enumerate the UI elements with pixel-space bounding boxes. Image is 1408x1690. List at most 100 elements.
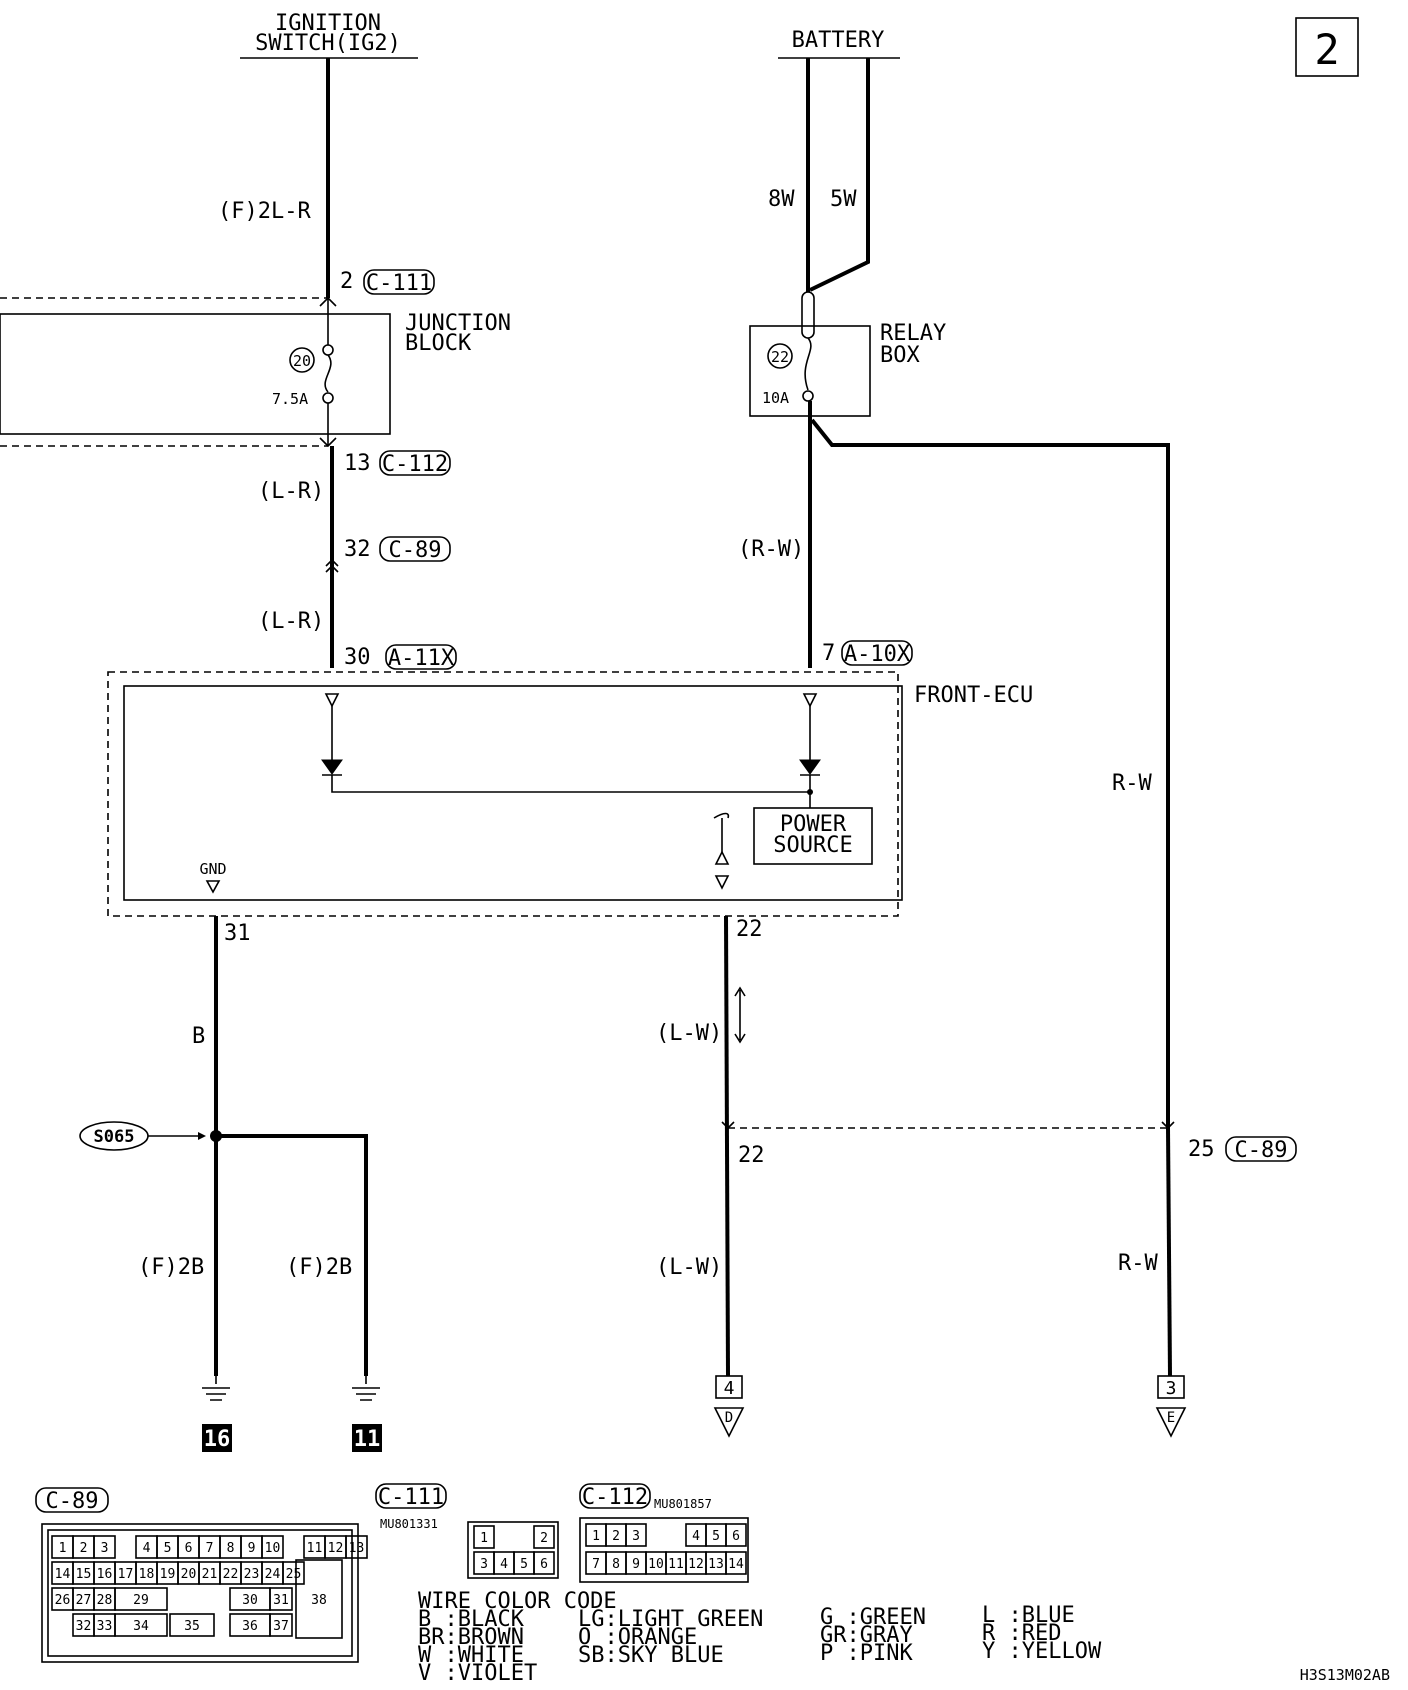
c112-pin-6-label: 6 (732, 1529, 740, 1544)
c89-pin-4-label: 4 (143, 1541, 151, 1556)
svg-text:C-89: C-89 (1235, 1138, 1288, 1163)
c89-pin-32-label: 32 (76, 1619, 92, 1634)
fuse-20: 20 7.5A (272, 298, 334, 446)
c111-pin-1-label: 1 (480, 1531, 488, 1546)
c89-pin-3-label: 3 (101, 1541, 109, 1556)
page-number-box: 2 (1295, 17, 1359, 77)
wire-splice-branch (216, 1134, 368, 1376)
c89-pin-10-label: 10 (265, 1541, 281, 1556)
wire-lw (724, 915, 730, 1377)
diode-1 (321, 759, 343, 775)
c89-pin-18-label: 18 (139, 1567, 155, 1582)
svg-text:BR:BROWN: BR:BROWN (418, 1625, 524, 1650)
c112-pin-6 (725, 1523, 747, 1547)
c89-pin-36-label: 36 (242, 1619, 258, 1634)
ignition-label-line1: IGNITION (275, 11, 381, 36)
connector-tag-c89-upper: C-89 (379, 536, 451, 563)
c89-pin-7-label: 7 (206, 1541, 214, 1556)
gnd-label: GND (199, 860, 226, 878)
diode-2 (799, 759, 821, 775)
c111-pin-2 (533, 1525, 555, 1549)
fuse-20-rating: 7.5A (272, 390, 308, 408)
c89-pin-20-label: 20 (181, 1567, 197, 1582)
ref-4-d: 4 D (713, 1375, 745, 1438)
wire-label-b: B (192, 1024, 205, 1049)
fuse-22: 22 10A (762, 291, 815, 407)
junction-block-label-2: BLOCK (405, 331, 472, 356)
c112-pin-12-label: 12 (688, 1557, 704, 1572)
wire-label-f2b-1: (F)2B (138, 1255, 204, 1280)
wire-rw-lower (1166, 1127, 1172, 1377)
svg-text:S065: S065 (94, 1127, 135, 1147)
battery-source: BATTERY (778, 28, 900, 59)
pin-30: 30 (344, 645, 371, 670)
c89-pin-2-label: 2 (80, 1541, 88, 1556)
ground-16: 16 (202, 1376, 232, 1452)
ignition-switch-source: IGNITION SWITCH(IG2) (240, 11, 418, 59)
svg-text:A-11X: A-11X (388, 646, 455, 671)
junction-block: JUNCTION BLOCK (0, 297, 511, 447)
wire-rw-branch (810, 418, 1170, 1128)
c89-pin-11-label: 11 (307, 1541, 323, 1556)
c112-pin-4-label: 4 (692, 1529, 700, 1544)
c111-pin-6 (533, 1551, 555, 1575)
relay-box-label-2: BOX (880, 343, 920, 368)
pin-25: 25 (1188, 1137, 1215, 1162)
c89-pin-30-label: 30 (242, 1593, 258, 1608)
c112-pin-8-label: 8 (612, 1557, 620, 1572)
svg-text:GR:GRAY: GR:GRAY (820, 1623, 913, 1648)
pin-13: 13 (344, 451, 371, 476)
svg-text:C-111: C-111 (378, 1485, 444, 1510)
c89-pin-38 (295, 1559, 343, 1639)
wire-color-code-title: WIRE COLOR CODE (418, 1589, 617, 1614)
fuse-20-number: 20 (293, 352, 311, 370)
c112-pin-7-label: 7 (592, 1557, 600, 1572)
c111-pin-1 (473, 1525, 495, 1549)
battery-label: BATTERY (792, 28, 885, 53)
c112-pin-3 (625, 1523, 647, 1547)
wire-battery-5w (809, 58, 870, 292)
c89-pin-3 (93, 1535, 116, 1559)
connector-tag-c112: C-112 (379, 450, 451, 477)
front-ecu: FRONT-ECU POWER SOURCE GND (107, 671, 1033, 917)
c112-pin-1-label: 1 (592, 1529, 600, 1544)
c112-pin-11-label: 11 (668, 1557, 684, 1572)
wire-label-lr-2: (L-R) (258, 609, 324, 634)
c89-pin-19-label: 19 (160, 1567, 176, 1582)
c89-pin-34 (114, 1613, 168, 1637)
c89-pin-22-label: 22 (223, 1567, 239, 1582)
svg-text:B :BLACK: B :BLACK (418, 1607, 525, 1632)
c89-pin-31 (269, 1587, 293, 1611)
power-source-label-1: POWER (780, 812, 847, 837)
svg-text:C-89: C-89 (389, 538, 442, 563)
wire-label-lw-2: (L-W) (656, 1255, 722, 1280)
svg-text:C-112: C-112 (382, 452, 448, 477)
c89-pin-21-label: 21 (202, 1567, 218, 1582)
svg-text:D: D (725, 1410, 733, 1426)
c89-pin-29-label: 29 (133, 1593, 149, 1608)
c89-pin-34-label: 34 (133, 1619, 149, 1634)
c89-pin-25-label: 25 (286, 1567, 302, 1582)
pin-2: 2 (340, 269, 353, 294)
svg-text:A-10X: A-10X (844, 642, 911, 667)
c111-pin-4-label: 4 (500, 1557, 508, 1572)
svg-text:LG:LIGHT GREEN: LG:LIGHT GREEN (578, 1607, 763, 1632)
c89-pin-15-label: 15 (76, 1567, 92, 1582)
power-source-box (753, 807, 873, 865)
c89-pin-23-label: 23 (244, 1567, 260, 1582)
connector-tag-c89-lower: C-89 (1225, 1136, 1297, 1163)
svg-text:C-112: C-112 (582, 1485, 648, 1510)
svg-text:16: 16 (204, 1427, 231, 1452)
c89-pin-37-label: 37 (273, 1619, 289, 1634)
c89-pin-5-label: 5 (164, 1541, 172, 1556)
wire-label-8w: 8W (768, 187, 795, 212)
c111-pin-5-label: 5 (520, 1557, 528, 1572)
ignition-label-line2: SWITCH(IG2) (255, 31, 401, 56)
svg-text:R :RED: R :RED (982, 1621, 1061, 1646)
svg-text:V :VIOLET: V :VIOLET (418, 1661, 537, 1686)
c89-pin-26-label: 26 (55, 1593, 71, 1608)
wire-label-5w: 5W (830, 187, 857, 212)
svg-text:E: E (1167, 1410, 1175, 1426)
